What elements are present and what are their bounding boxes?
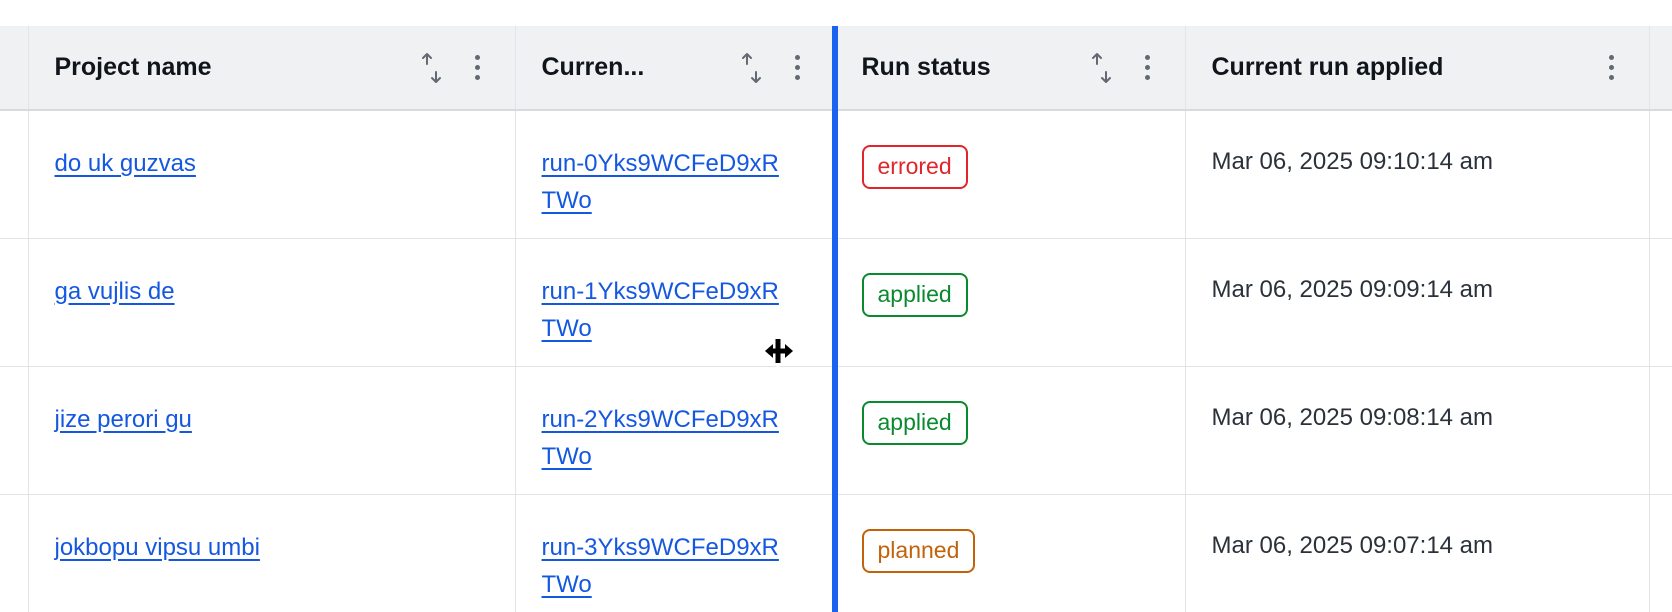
cell-vcs: e [1649, 238, 1672, 367]
cell-project-name: jokbopu vipsu umbi [28, 494, 516, 612]
sort-icon[interactable] [419, 51, 445, 85]
status-badge: applied [861, 272, 968, 317]
project-name-link[interactable]: jize perori gu [54, 405, 192, 433]
cell-vcs: e [1649, 494, 1672, 612]
column-header-vcs[interactable]: V [1649, 26, 1672, 111]
table-row[interactable]: jize perori gu run-2Yks9WCFeD9xRTWo appl… [0, 366, 1672, 495]
column-menu-icon[interactable] [1601, 51, 1623, 85]
current-run-link[interactable]: run-2Yks9WCFeD9xRTWo [541, 405, 779, 470]
column-header-project-name[interactable]: Project name [28, 26, 516, 111]
table-row[interactable]: jokbopu vipsu umbi run-3Yks9WCFeD9xRTWo … [0, 494, 1672, 612]
cell-current-run: run-1Yks9WCFeD9xRTWo [515, 238, 836, 367]
projects-table: Project name [0, 26, 1672, 612]
project-name-link[interactable]: do uk guzvas [54, 150, 196, 177]
top-blank-strip [0, 0, 1672, 26]
cell-project-name: jize perori gu [28, 366, 516, 495]
current-run-applied-text: Mar 06, 2025 09:07:14 am [1211, 531, 1494, 559]
table-body: do uk guzvas run-0Yks9WCFeD9xRTWo errore… [0, 110, 1672, 612]
current-run-applied-text: Mar 06, 2025 09:08:14 am [1211, 403, 1494, 431]
row-select-cell[interactable] [0, 366, 29, 495]
column-header-run-status[interactable]: Run status [835, 26, 1186, 111]
column-header-label-current-run: Curren... [541, 53, 645, 81]
cell-run-status: applied [835, 238, 1186, 367]
table-row[interactable]: do uk guzvas run-0Yks9WCFeD9xRTWo errore… [0, 110, 1672, 239]
cell-current-run-applied: Mar 06, 2025 09:07:14 am [1185, 494, 1650, 612]
column-header-label-current-run-applied: Current run applied [1211, 53, 1444, 81]
status-badge: applied [861, 400, 968, 445]
cell-current-run-applied: Mar 06, 2025 09:08:14 am [1185, 366, 1650, 495]
row-select-cell[interactable] [0, 494, 29, 612]
project-name-link[interactable]: ga vujlis de [54, 277, 175, 305]
sort-icon[interactable] [739, 51, 765, 85]
cell-run-status: applied [835, 366, 1186, 495]
sort-icon[interactable] [1089, 51, 1115, 85]
cell-current-run: run-0Yks9WCFeD9xRTWo [515, 110, 836, 239]
column-header-label-project-name: Project name [54, 53, 212, 81]
cell-current-run-applied: Mar 06, 2025 09:10:14 am [1185, 110, 1650, 239]
current-run-link[interactable]: run-0Yks9WCFeD9xRTWo [541, 150, 779, 214]
current-run-link[interactable]: run-3Yks9WCFeD9xRTWo [541, 533, 779, 598]
cell-run-status: errored [835, 110, 1186, 239]
column-menu-icon[interactable] [787, 51, 809, 85]
cell-current-run: run-2Yks9WCFeD9xRTWo [515, 366, 836, 495]
column-header-label-run-status: Run status [861, 53, 991, 81]
column-menu-icon[interactable] [467, 51, 489, 85]
row-select-cell[interactable] [0, 238, 29, 367]
status-badge: planned [861, 528, 976, 573]
column-header-select [0, 26, 29, 111]
header-row: Project name [0, 26, 1672, 111]
column-header-current-run-applied[interactable]: Current run applied [1185, 26, 1650, 111]
cell-project-name: do uk guzvas [28, 110, 516, 239]
current-run-applied-text: Mar 06, 2025 09:10:14 am [1211, 148, 1494, 175]
status-badge: errored [861, 145, 968, 189]
table-header: Project name [0, 26, 1672, 111]
current-run-link[interactable]: run-1Yks9WCFeD9xRTWo [541, 277, 779, 342]
cell-run-status: planned [835, 494, 1186, 612]
cell-current-run: run-3Yks9WCFeD9xRTWo [515, 494, 836, 612]
cell-current-run-applied: Mar 06, 2025 09:09:14 am [1185, 238, 1650, 367]
cell-vcs: e [1649, 366, 1672, 495]
table-row[interactable]: ga vujlis de run-1Yks9WCFeD9xRTWo applie… [0, 238, 1672, 367]
row-select-cell[interactable] [0, 110, 29, 239]
column-header-current-run[interactable]: Curren... [515, 26, 836, 111]
cell-vcs: e [1649, 110, 1672, 239]
column-menu-icon[interactable] [1137, 51, 1159, 85]
cell-project-name: ga vujlis de [28, 238, 516, 367]
current-run-applied-text: Mar 06, 2025 09:09:14 am [1211, 275, 1494, 303]
data-table-container: Project name [0, 26, 1672, 612]
project-name-link[interactable]: jokbopu vipsu umbi [54, 533, 260, 561]
